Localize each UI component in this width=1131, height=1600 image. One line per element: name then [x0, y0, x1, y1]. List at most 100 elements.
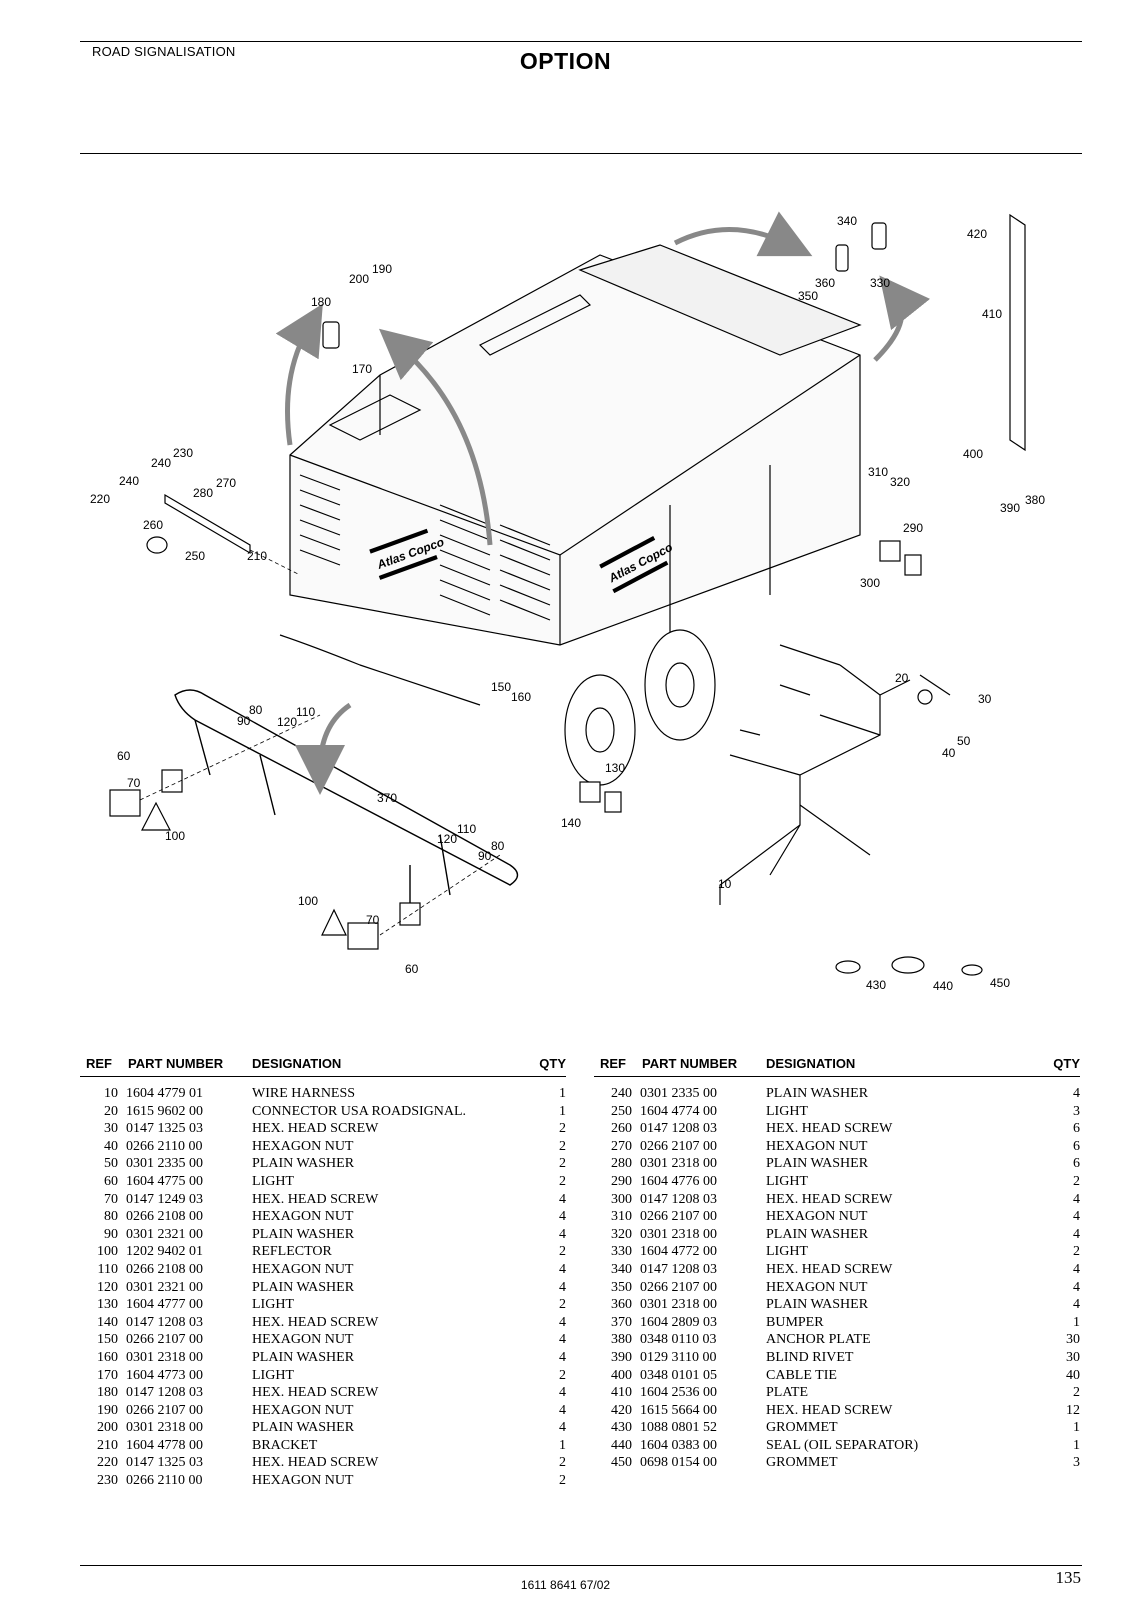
designation-cell: HEX. HEAD SCREW	[766, 1121, 893, 1137]
qty-cell: 2	[1073, 1173, 1080, 1189]
qty-cell: 3	[1073, 1103, 1080, 1119]
section-title: ROAD SIGNALISATION	[92, 44, 236, 59]
ref-cell: 420	[611, 1402, 632, 1418]
document-code: 1611 8641 67/02	[520, 1578, 611, 1592]
designation-cell: LIGHT	[766, 1103, 808, 1119]
part-number-cell: 0147 1208 03	[640, 1191, 717, 1207]
part-number-cell: 0301 2321 00	[126, 1279, 203, 1295]
callout-320: 320	[890, 475, 910, 489]
part-number-cell: 0301 2318 00	[640, 1156, 717, 1172]
callout-140: 140	[561, 816, 581, 830]
designation-cell: PLAIN WASHER	[766, 1297, 869, 1313]
callout-340: 340	[837, 214, 857, 228]
qty-cell: 4	[1073, 1191, 1080, 1207]
ref-cell: 220	[97, 1455, 118, 1471]
designation-cell: CABLE TIE	[766, 1367, 837, 1383]
callout-labels: 340 420 190 200 180 170 360 330 350 410 …	[90, 214, 1045, 993]
header-designation: DESIGNATION	[252, 1056, 342, 1071]
designation-cell: HEXAGON NUT	[252, 1261, 354, 1277]
callout-230: 230	[173, 446, 193, 460]
ref-cell: 310	[611, 1209, 632, 1225]
part-number-cell: 0266 2107 00	[640, 1209, 717, 1225]
qty-cell: 4	[559, 1385, 566, 1401]
ref-cell: 240	[611, 1086, 632, 1101]
qty-cell: 4	[559, 1209, 566, 1225]
ref-cell: 370	[611, 1314, 632, 1330]
part-number-cell: 0147 1208 03	[126, 1385, 203, 1401]
qty-cell: 40	[1066, 1367, 1080, 1383]
designation-cell: GROMMET	[766, 1455, 838, 1471]
qty-cell: 4	[559, 1261, 566, 1277]
designation-cell: LIGHT	[252, 1297, 294, 1313]
callout-130: 130	[605, 761, 625, 775]
callout-440: 440	[933, 979, 953, 993]
designation-cell: HEXAGON NUT	[252, 1332, 354, 1348]
designation-cell: PLAIN WASHER	[252, 1156, 355, 1172]
part-number-cell: 1604 2536 00	[640, 1385, 717, 1401]
ref-cell: 130	[97, 1297, 118, 1313]
qty-cell: 2	[559, 1473, 566, 1489]
callout-150: 150	[491, 680, 511, 694]
qty-cell: 4	[559, 1191, 566, 1207]
ref-cell: 440	[611, 1437, 632, 1453]
part-number-cell: 0301 2318 00	[640, 1297, 717, 1313]
qty-cell: 2	[559, 1138, 566, 1154]
part-number-cell: 1615 9602 00	[126, 1103, 203, 1119]
table-row: 400 0348 0101 05 CABLE TIE 40	[594, 1367, 1080, 1385]
callout-180: 180	[311, 295, 331, 309]
designation-cell: WIRE HARNESS	[252, 1086, 356, 1101]
callout-120-b: 120	[437, 832, 457, 846]
part-number-cell: 0266 2110 00	[126, 1473, 203, 1489]
ref-cell: 160	[97, 1349, 118, 1365]
callout-170: 170	[352, 362, 372, 376]
leader-lines	[139, 549, 501, 936]
callout-450: 450	[990, 976, 1010, 990]
designation-cell: BLIND RIVET	[766, 1349, 854, 1365]
part-number-cell: 1202 9402 01	[126, 1244, 203, 1260]
callout-60-b: 60	[405, 962, 419, 976]
compressor-unit: Atlas Copco Atlas Copco	[279, 244, 862, 786]
designation-cell: LIGHT	[252, 1367, 294, 1383]
designation-cell: BUMPER	[766, 1314, 824, 1330]
qty-cell: 30	[1066, 1349, 1080, 1365]
ref-cell: 340	[611, 1261, 632, 1277]
designation-cell: HEXAGON NUT	[252, 1402, 354, 1418]
ref-cell: 400	[611, 1367, 632, 1383]
designation-cell: PLAIN WASHER	[252, 1349, 355, 1365]
ref-cell: 70	[104, 1191, 118, 1207]
part-number-cell: 0147 1208 03	[640, 1121, 717, 1137]
part-number-cell: 0266 2107 00	[640, 1279, 717, 1295]
part-number-cell: 0266 2107 00	[640, 1138, 717, 1154]
part-number-cell: 1604 4774 00	[640, 1103, 717, 1119]
callout-100-b: 100	[298, 894, 318, 908]
part-number-cell: 0147 1208 03	[640, 1261, 717, 1277]
callout-290: 290	[903, 521, 923, 535]
ref-cell: 360	[611, 1297, 632, 1313]
qty-cell: 2	[1073, 1244, 1080, 1260]
callout-80-b: 80	[491, 839, 505, 853]
part-number-cell: 0147 1325 03	[126, 1455, 203, 1471]
callout-210: 210	[247, 549, 267, 563]
ref-cell: 10	[104, 1086, 118, 1101]
qty-cell: 4	[1073, 1209, 1080, 1225]
callout-190: 190	[372, 262, 392, 276]
callout-310: 310	[868, 465, 888, 479]
part-number-cell: 0348 0101 05	[640, 1367, 717, 1383]
exploded-parts-diagram: Atlas Copco Atlas Copco	[90, 211, 1045, 993]
